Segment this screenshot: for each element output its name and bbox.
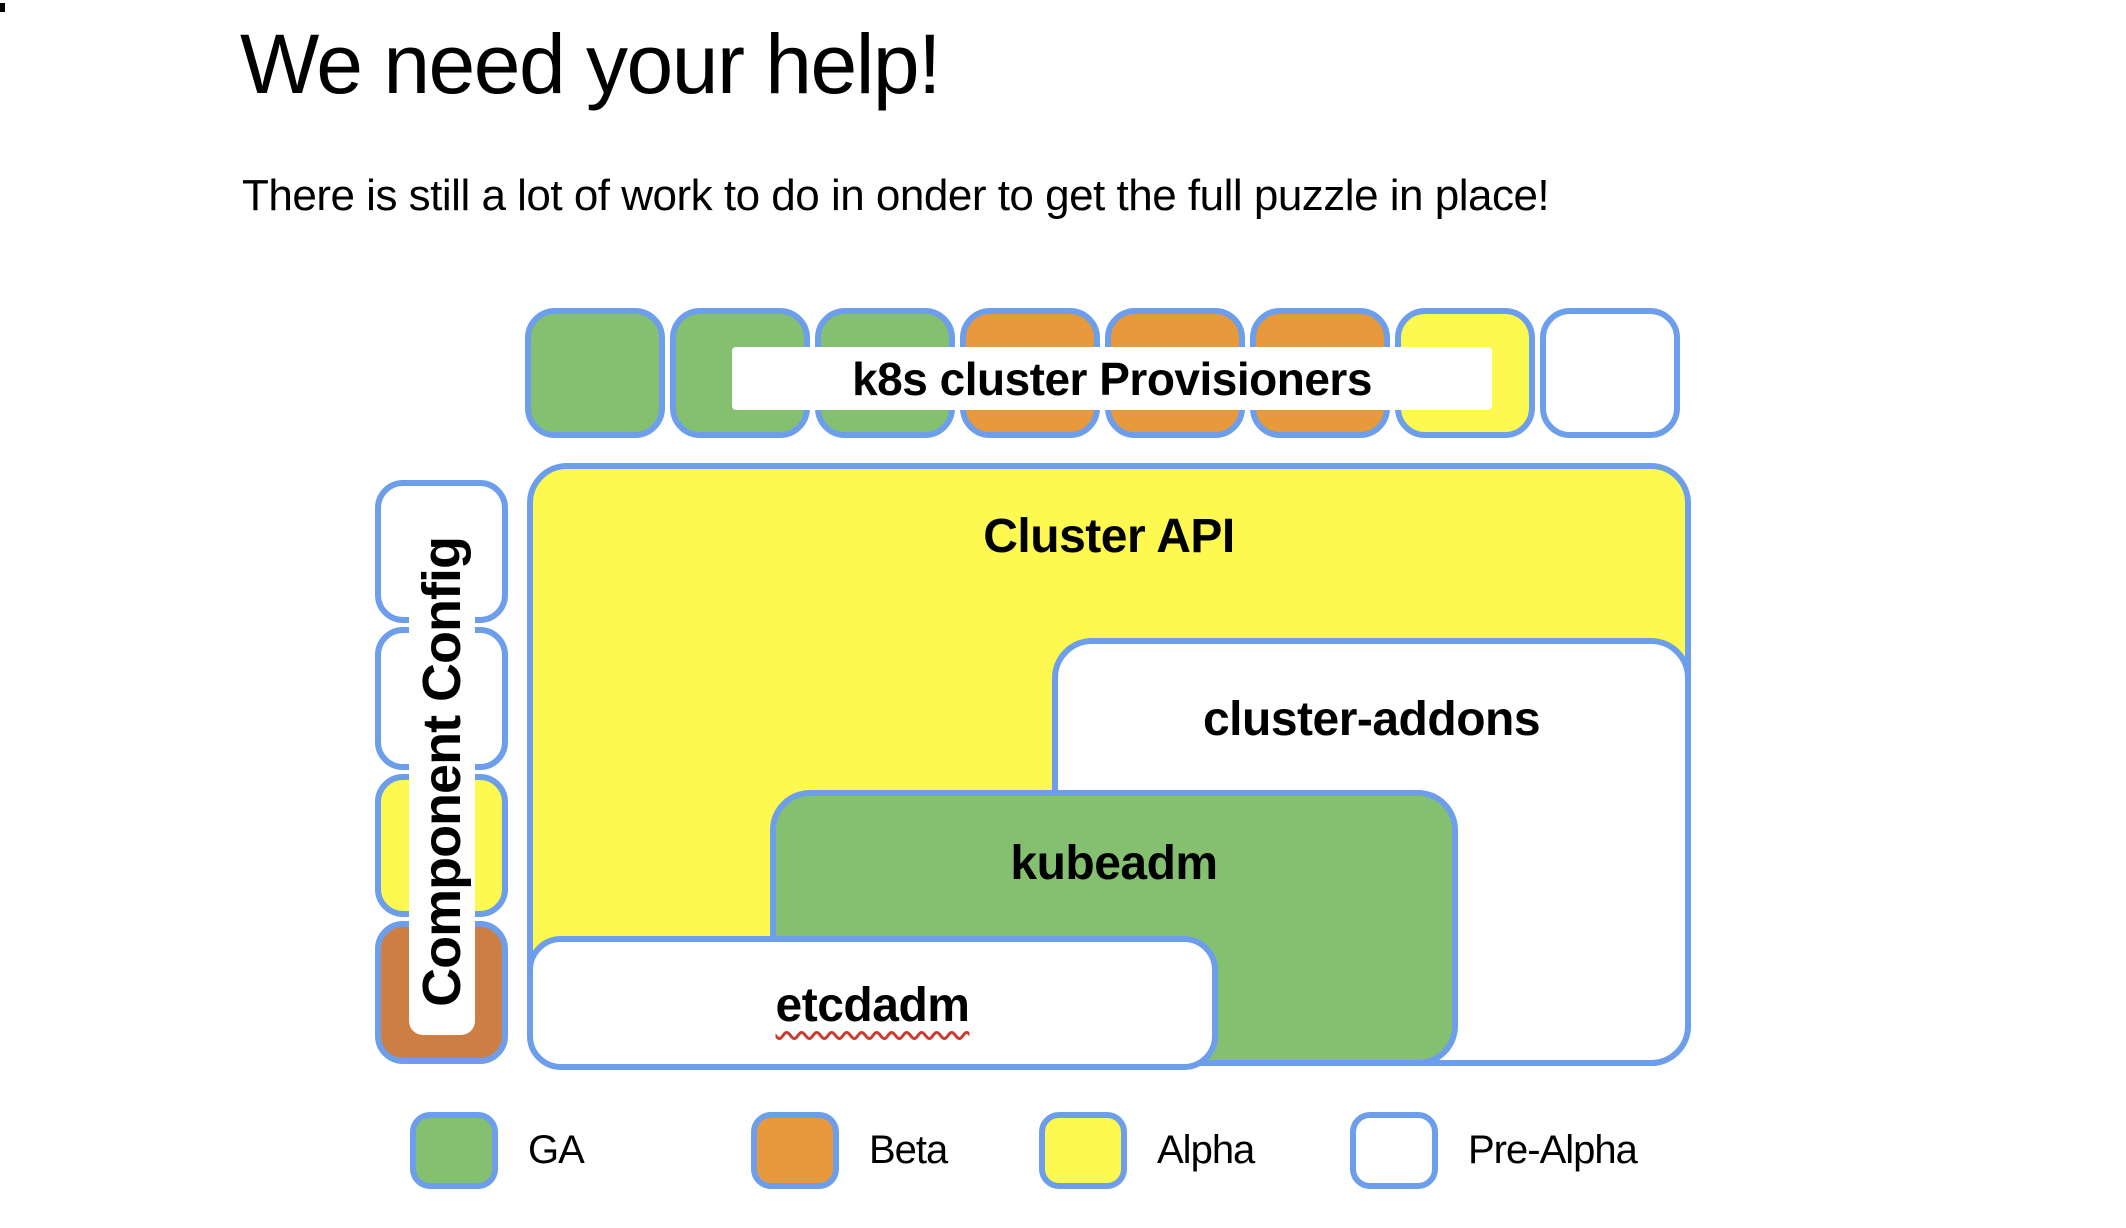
screen-edge-artifact: [0, 3, 5, 12]
cluster-api-label: Cluster API: [983, 510, 1235, 563]
legend-swatch-pre_alpha: [1350, 1112, 1438, 1189]
etcdadm-box: etcdadm: [527, 936, 1218, 1070]
provisioners-label-text: k8s cluster Provisioners: [852, 352, 1372, 405]
legend-item-pre-alpha: Pre-Alpha: [1350, 1112, 1638, 1189]
slide-title: We need your help!: [240, 17, 941, 111]
provisioner-square-ga: [525, 308, 665, 438]
legend-item-alpha: Alpha: [1039, 1112, 1255, 1189]
etcdadm-label: etcdadm: [775, 979, 970, 1032]
legend-swatch-beta: [751, 1112, 839, 1189]
provisioners-label: k8s cluster Provisioners: [732, 347, 1492, 410]
legend-item-beta: Beta: [751, 1112, 948, 1189]
kubeadm-label: kubeadm: [1010, 837, 1218, 890]
component-config-label-text: Component Config: [412, 536, 472, 1007]
legend: GA Beta Alpha Pre-Alpha: [0, 1112, 2126, 1189]
legend-label: GA: [528, 1128, 585, 1172]
legend-swatch-alpha: [1039, 1112, 1127, 1189]
legend-label: Alpha: [1157, 1128, 1255, 1172]
provisioner-square-pre_alpha: [1540, 308, 1680, 438]
legend-item-ga: GA: [410, 1112, 585, 1189]
slide-subtitle: There is still a lot of work to do in on…: [242, 171, 1550, 220]
legend-label: Beta: [869, 1128, 948, 1172]
legend-label: Pre-Alpha: [1468, 1128, 1638, 1172]
component-config-label: Component Config: [409, 508, 475, 1035]
cluster-addons-label: cluster-addons: [1202, 693, 1541, 746]
legend-swatch-ga: [410, 1112, 498, 1189]
